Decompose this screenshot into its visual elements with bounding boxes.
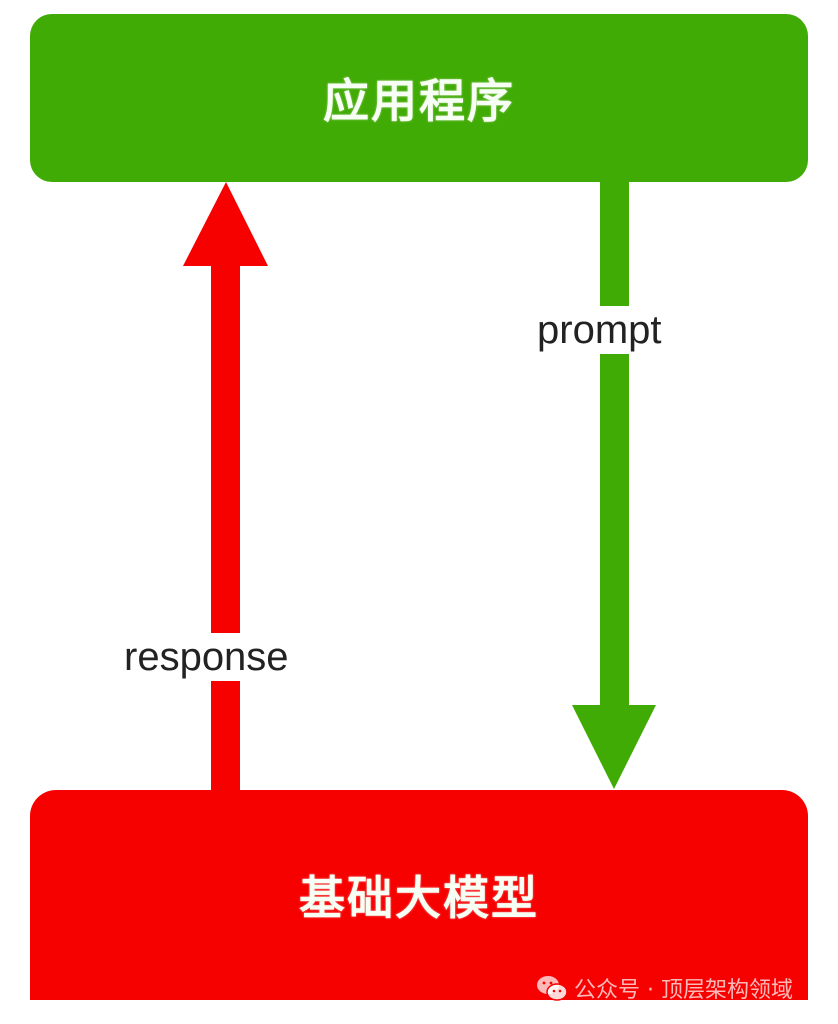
prompt-arrow: [572, 181, 656, 789]
application-node-label: 应用程序: [323, 74, 515, 128]
watermark-text: 公众号 · 顶层架构领域: [574, 978, 793, 1003]
application-node: 应用程序: [30, 14, 808, 182]
prompt-arrow-head: [572, 705, 656, 789]
page-bottom-margin: [0, 1000, 838, 1024]
prompt-label: prompt: [535, 306, 664, 354]
response-arrow-head: [183, 182, 268, 266]
prompt-arrow-shaft: [600, 181, 629, 707]
response-label: response: [122, 633, 291, 681]
response-arrow-shaft: [211, 264, 240, 791]
wechat-icon: [537, 976, 568, 1001]
foundation-model-node-label: 基础大模型: [299, 871, 539, 925]
watermark: 公众号 · 顶层架构领域: [536, 972, 793, 1004]
foundation-model-node: 基础大模型: [30, 790, 808, 1000]
response-arrow: [183, 182, 268, 791]
